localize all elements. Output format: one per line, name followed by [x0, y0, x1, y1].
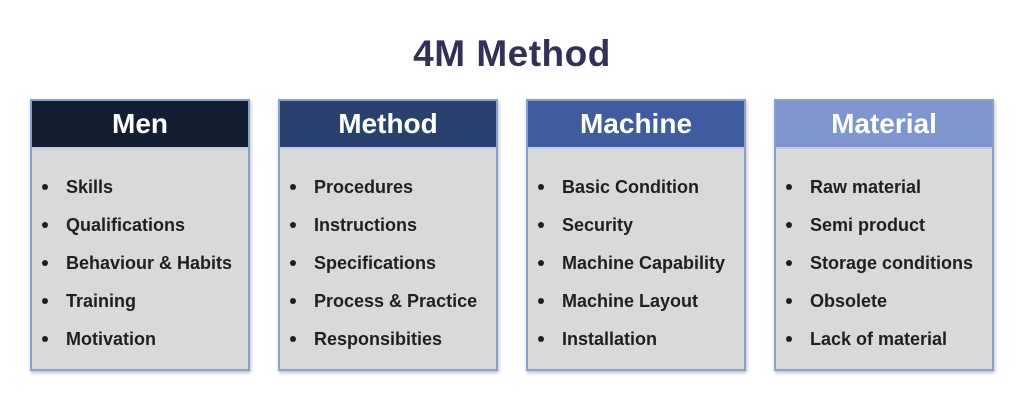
bullet-icon [290, 184, 296, 190]
list-item: Procedures [280, 168, 490, 206]
list-item: Security [528, 206, 738, 244]
list-item-label: Semi product [810, 214, 926, 235]
list-item: Semi product [776, 206, 986, 244]
list-item: Instructions [280, 206, 490, 244]
card-body-material: Raw material Semi product Storage condit… [776, 149, 992, 369]
bullet-icon [290, 298, 296, 304]
list-item-label: Specifications [314, 252, 437, 273]
bullet-icon [538, 336, 544, 342]
list-item-label: Qualifications [66, 214, 186, 235]
list-item: Raw material [776, 168, 986, 206]
list-item-label: Behaviour & Habits [66, 252, 233, 273]
list-item: Storage conditions [776, 244, 986, 282]
card-header-men: Men [32, 101, 248, 149]
bullet-icon [538, 222, 544, 228]
card-body-men: Skills Qualifications Behaviour & Habits… [32, 149, 248, 369]
list-item-label: Obsolete [810, 290, 888, 311]
card-header-method: Method [280, 101, 496, 149]
list-item-label: Machine Layout [562, 290, 699, 311]
list-item: Behaviour & Habits [32, 244, 242, 282]
card-method: Method Procedures Instructions Specifica… [278, 99, 498, 371]
list-item-label: Procedures [314, 176, 414, 197]
bullet-icon [42, 298, 48, 304]
list-item: Process & Practice [280, 282, 490, 320]
bullet-icon [786, 222, 792, 228]
bullet-icon [786, 184, 792, 190]
bullet-icon [42, 184, 48, 190]
list-item: Basic Condition [528, 168, 738, 206]
list-item-label: Basic Condition [562, 176, 700, 197]
card-material: Material Raw material Semi product Stora… [774, 99, 994, 371]
list-item: Installation [528, 320, 738, 358]
bullet-icon [42, 260, 48, 266]
list-item: Motivation [32, 320, 242, 358]
bullet-icon [538, 260, 544, 266]
list-item-label: Motivation [66, 328, 156, 349]
bullet-icon [42, 222, 48, 228]
list-item-label: Raw material [810, 176, 922, 197]
list-item-label: Storage conditions [810, 252, 974, 273]
card-header-material: Material [776, 101, 992, 149]
list-item: Qualifications [32, 206, 242, 244]
page-title: 4M Method [413, 33, 611, 74]
list-item-label: Responsibities [314, 328, 443, 349]
list-item-label: Installation [562, 328, 658, 349]
list-item-label: Machine Capability [562, 252, 726, 273]
bullet-icon [786, 260, 792, 266]
list-item: Obsolete [776, 282, 986, 320]
card-header-machine: Machine [528, 101, 744, 149]
bullet-icon [786, 336, 792, 342]
card-body-method: Procedures Instructions Specifications P… [280, 149, 496, 369]
list-item: Machine Capability [528, 244, 738, 282]
list-item: Training [32, 282, 242, 320]
list-item-label: Instructions [314, 214, 418, 235]
list-item: Responsibities [280, 320, 490, 358]
list-item-label: Training [66, 290, 137, 311]
list-item-label: Lack of material [810, 328, 948, 349]
list-item-label: Process & Practice [314, 290, 478, 311]
bullet-icon [538, 298, 544, 304]
bullet-icon [786, 298, 792, 304]
bullet-icon [290, 336, 296, 342]
card-body-machine: Basic Condition Security Machine Capabil… [528, 149, 744, 369]
card-men: Men Skills Qualifications Behaviour & Ha… [30, 99, 250, 371]
list-item-label: Skills [66, 176, 114, 197]
bullet-icon [42, 336, 48, 342]
list-item: Machine Layout [528, 282, 738, 320]
list-item: Specifications [280, 244, 490, 282]
list-item-label: Security [562, 214, 634, 235]
bullet-icon [290, 222, 296, 228]
columns-container: Men Skills Qualifications Behaviour & Ha… [0, 99, 1024, 371]
bullet-icon [538, 184, 544, 190]
list-item: Lack of material [776, 320, 986, 358]
card-machine: Machine Basic Condition Security Machine… [526, 99, 746, 371]
bullet-icon [290, 260, 296, 266]
list-item: Skills [32, 168, 242, 206]
